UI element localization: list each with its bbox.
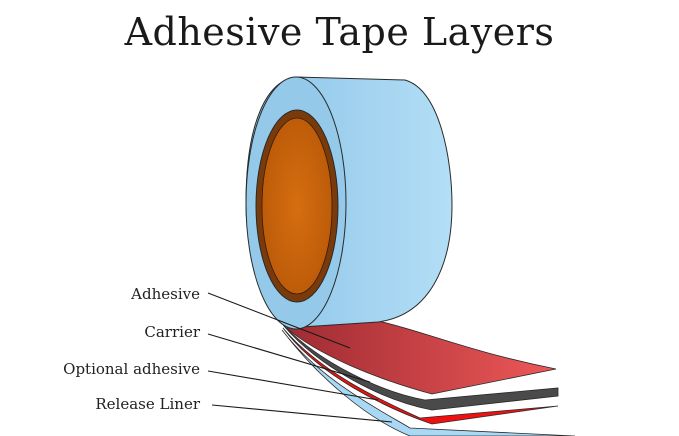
label-carrier: Carrier <box>144 323 200 341</box>
release-liner-layer <box>281 329 576 436</box>
carrier-layer <box>283 325 559 411</box>
adhesive-leader-line <box>207 292 351 349</box>
optional-adhesive-leader-line <box>207 370 379 401</box>
label-adhesive: Adhesive <box>131 285 200 303</box>
label-release-liner: Release Liner <box>95 395 200 413</box>
release-liner-leader-line <box>211 404 393 423</box>
core <box>261 117 333 295</box>
label-optional-adhesive: Optional adhesive <box>63 360 200 378</box>
carrier-leader-line <box>207 333 371 383</box>
adhesive-layer <box>283 320 557 395</box>
diagram-title: Adhesive Tape Layers <box>124 10 555 54</box>
